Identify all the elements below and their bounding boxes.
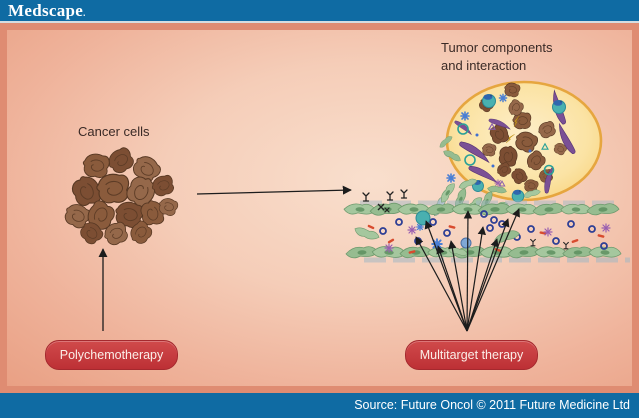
medscape-logo[interactable]: Medscape. <box>8 1 86 20</box>
tumor-components-line2: and interaction <box>441 58 527 73</box>
tumor-components-label: Tumor components and interaction <box>441 39 553 75</box>
header-divider <box>0 21 639 23</box>
logo-mark: . <box>83 8 86 18</box>
footer-bar <box>0 393 639 418</box>
multitarget-therapy-button[interactable]: Multitarget therapy <box>405 340 538 370</box>
tumor-components-line1: Tumor components <box>441 40 553 55</box>
polychemotherapy-button[interactable]: Polychemotherapy <box>45 340 178 370</box>
header-bar: Medscape. <box>0 0 639 21</box>
diagram-panel <box>7 30 632 386</box>
source-attribution: Source: Future Oncol © 2011 Future Medic… <box>354 398 630 412</box>
cancer-cells-label: Cancer cells <box>78 124 150 139</box>
